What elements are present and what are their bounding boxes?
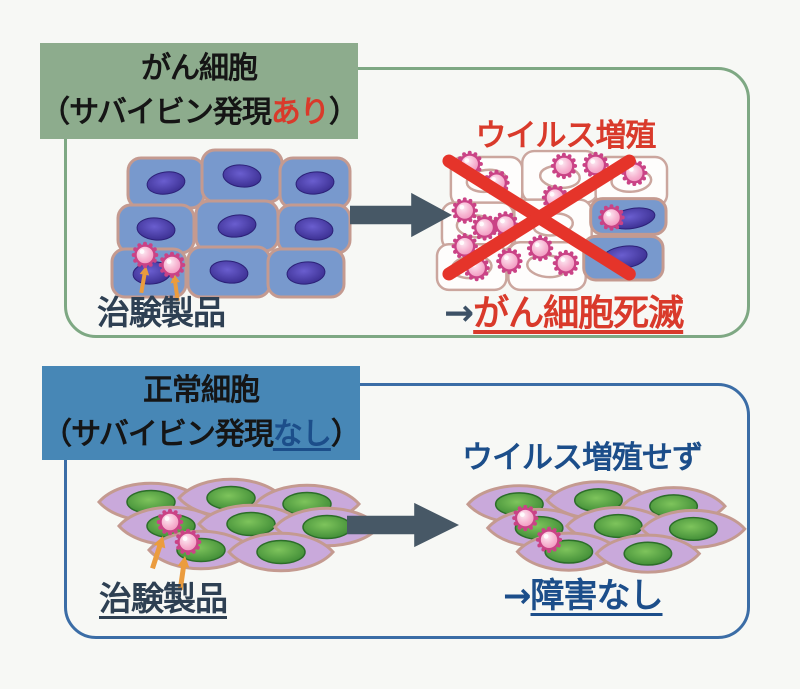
normal-header-line1: 正常細胞 — [143, 373, 260, 408]
normal-header: 正常細胞 （サバイビン発現なし） — [42, 366, 361, 460]
cancer-header-line1: がん細胞 — [141, 51, 258, 86]
red-cross-icon — [442, 154, 636, 281]
product-label-top: 治験製品 — [97, 293, 226, 332]
cancer-panel — [64, 67, 750, 338]
normal-panel — [64, 383, 750, 639]
cancer-cells-before-illustration — [110, 148, 352, 302]
cancer-header: がん細胞 （サバイビン発現あり） — [40, 43, 359, 139]
virus-growth-label: ウイルス増殖 — [475, 118, 657, 154]
normal-cells-after-illustration — [466, 480, 747, 574]
cancer-cells-infected-illustration — [435, 149, 669, 292]
result-arrow-glyph: → — [444, 293, 474, 334]
product-label-bottom: 治験製品 — [99, 579, 228, 618]
cancer-header-line2: （サバイビン発現あり） — [40, 95, 359, 130]
result-arrow-glyph: → — [503, 576, 531, 616]
normal-header-line2: （サバイビン発現なし） — [42, 417, 361, 452]
cancer-result-label: →がん細胞死滅 — [444, 293, 684, 334]
virus-no-growth-label: ウイルス増殖せず — [462, 440, 703, 476]
survivin-present-highlight: あり — [270, 95, 330, 130]
normal-result-label: →障害なし — [503, 576, 664, 616]
survivin-absent-highlight: なし — [272, 417, 332, 452]
